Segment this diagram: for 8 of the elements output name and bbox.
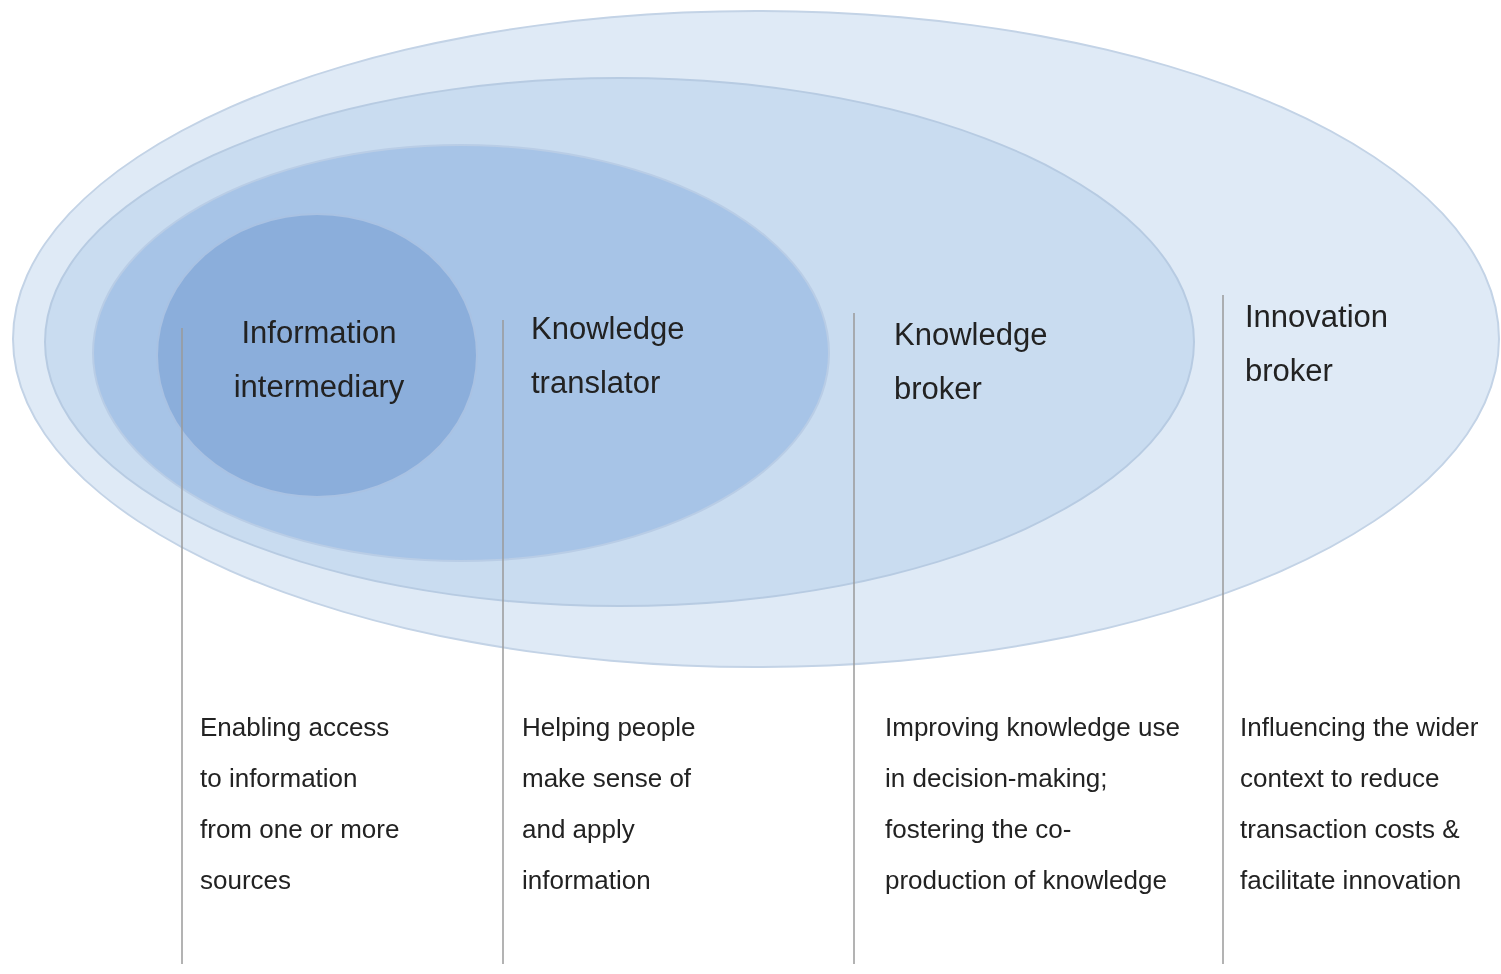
node-label: Information intermediary	[233, 314, 405, 406]
description-text: Helping people make sense of and apply information	[522, 711, 697, 897]
description-text: Improving knowledge use in decision-making; fostering the co-production of knowledge	[885, 711, 1181, 897]
node-label: Knowledge translator	[531, 310, 686, 402]
node-label: Innovation broker	[1245, 298, 1390, 390]
description-text: Influencing the wider context to reduce transaction costs & facilitate innovation	[1240, 711, 1480, 897]
node-label: Knowledge broker	[894, 316, 1049, 408]
description-text: Enabling access to information from one or more sources	[200, 711, 401, 897]
